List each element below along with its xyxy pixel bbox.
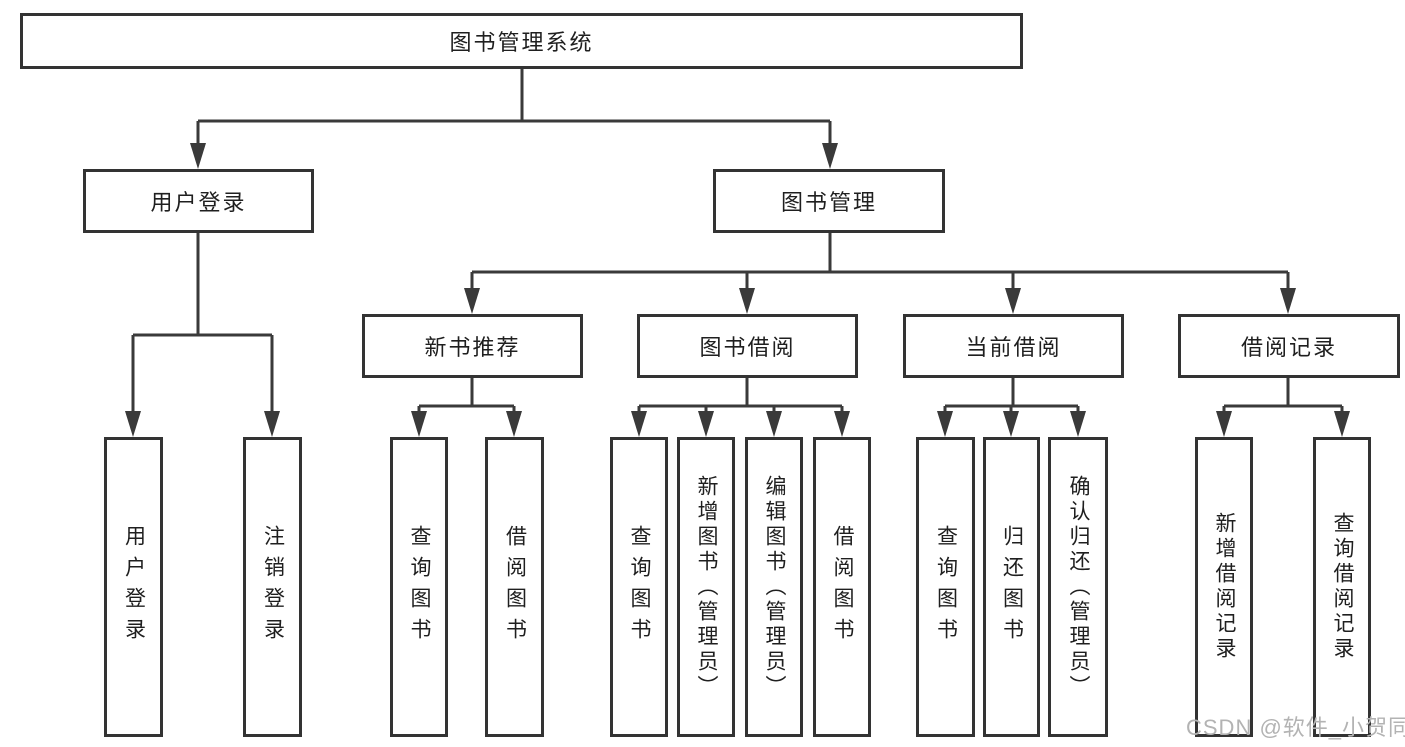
- arrowhead-icon: [698, 411, 714, 437]
- arrowhead-icon: [1005, 288, 1021, 314]
- arrowhead-icon: [1334, 411, 1350, 437]
- arrowhead-icon: [411, 411, 427, 437]
- arrowhead-icon: [834, 411, 850, 437]
- arrowhead-icon: [1003, 411, 1019, 437]
- node-leaf-cb-return: 归还图书: [983, 437, 1040, 737]
- node-leaf-user-login: 用户登录: [104, 437, 163, 737]
- node-leaf-bb-borrow: 借阅图书: [813, 437, 871, 737]
- node-leaf-br-add: 新增借阅记录: [1195, 437, 1253, 737]
- node-leaf-cb-query: 查询图书: [916, 437, 975, 737]
- node-book-mgmt: 图书管理: [713, 169, 945, 233]
- arrowhead-icon: [125, 411, 141, 437]
- arrowhead-icon: [631, 411, 647, 437]
- arrowhead-icon: [190, 143, 206, 169]
- node-book-borrow: 图书借阅: [637, 314, 858, 378]
- arrowhead-icon: [264, 411, 280, 437]
- arrowhead-icon: [1216, 411, 1232, 437]
- node-leaf-bb-edit: 编辑图书（管理员）: [745, 437, 803, 737]
- node-user-login: 用户登录: [83, 169, 314, 233]
- arrowhead-icon: [1280, 288, 1296, 314]
- node-leaf-logout: 注销登录: [243, 437, 302, 737]
- arrowhead-icon: [822, 143, 838, 169]
- node-current-borrow: 当前借阅: [903, 314, 1124, 378]
- node-leaf-br-query: 查询借阅记录: [1313, 437, 1371, 737]
- node-new-book: 新书推荐: [362, 314, 583, 378]
- arrowhead-icon: [937, 411, 953, 437]
- node-leaf-bb-query: 查询图书: [610, 437, 668, 737]
- arrowhead-icon: [1070, 411, 1086, 437]
- arrowhead-icon: [464, 288, 480, 314]
- arrowhead-icon: [506, 411, 522, 437]
- node-leaf-cb-confirm: 确认归还（管理员）: [1048, 437, 1108, 737]
- node-borrow-record: 借阅记录: [1178, 314, 1400, 378]
- arrowhead-icon: [766, 411, 782, 437]
- node-root: 图书管理系统: [20, 13, 1023, 69]
- node-leaf-nb-query: 查询图书: [390, 437, 448, 737]
- node-leaf-bb-add: 新增图书（管理员）: [677, 437, 735, 737]
- node-leaf-nb-borrow: 借阅图书: [485, 437, 544, 737]
- watermark-text: CSDN @软件_小贺同学: [1186, 715, 1405, 740]
- arrowhead-icon: [739, 288, 755, 314]
